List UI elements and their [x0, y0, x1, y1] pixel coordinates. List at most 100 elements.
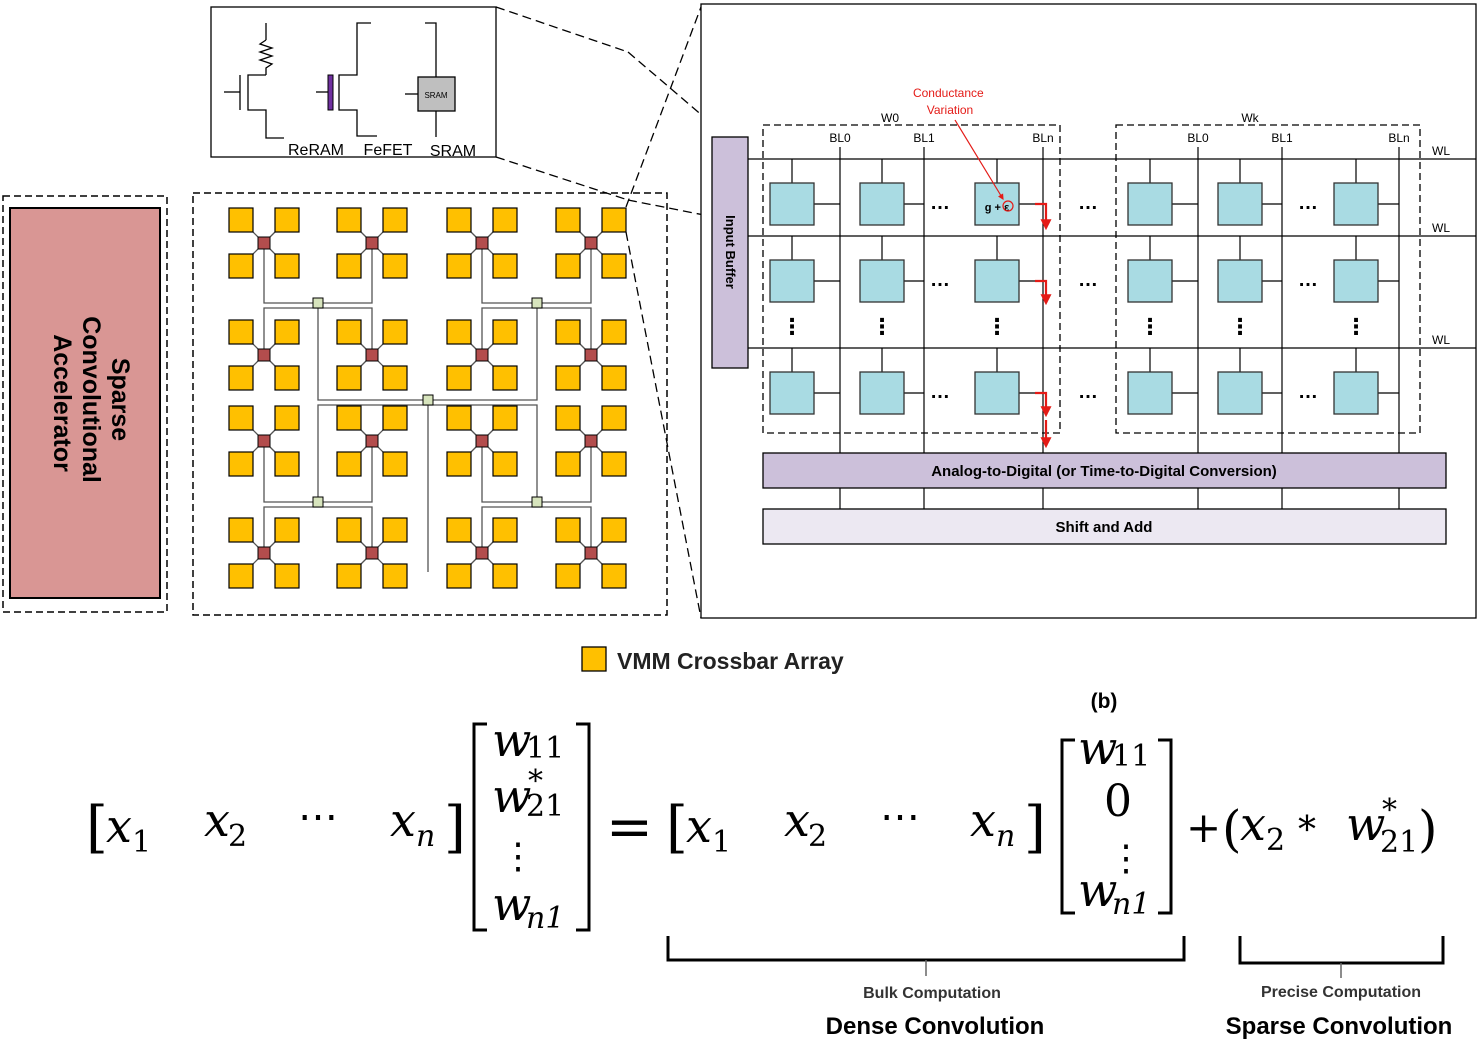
sram-cell-box: [417, 76, 456, 112]
vmm-crossbar-tile: [492, 207, 518, 233]
column-ellipsis: …: [930, 381, 950, 403]
group-label-w0: W0: [881, 111, 899, 125]
router-node: [475, 348, 489, 362]
word-line-label: WL: [1432, 333, 1450, 347]
vmm-crossbar-tile: [274, 253, 300, 279]
sram-circuit: [405, 22, 437, 137]
row-vdots: ⋮: [1229, 314, 1251, 339]
vmm-crossbar-tile: [492, 405, 518, 431]
accelerator-outline: [2, 195, 168, 613]
bit-line-label: BL1: [1271, 131, 1293, 145]
eq-vdots-2: ⋮: [1108, 838, 1144, 879]
column-ellipsis: …: [1298, 269, 1318, 291]
bit-line-label: BLn: [1388, 131, 1409, 145]
memory-cell: [1217, 182, 1263, 226]
eq-x1-r: x: [686, 799, 712, 853]
eq-w21-star: *: [528, 764, 543, 799]
row-vdots: ⋮: [781, 314, 803, 339]
equation: [ x 1 x 2 ⋯ x n ] w 11 w * 21 ⋮ w n1 = […: [86, 713, 1438, 936]
conductance-variation-label: Conductance Variation: [913, 86, 987, 117]
vmm-crossbar-tile: [446, 207, 472, 233]
memory-cell: [1333, 182, 1379, 226]
vmm-crossbar-tile: [555, 405, 581, 431]
vmm-crossbar-tile: [228, 253, 254, 279]
eq-x2-r-sub: 2: [808, 819, 827, 854]
vmm-crossbar-tile: [446, 319, 472, 345]
memory-cell: [1127, 182, 1173, 226]
vmm-crossbar-tile: [228, 207, 254, 233]
word-line-label: WL: [1432, 144, 1450, 158]
vmm-crossbar-tile: [601, 563, 627, 589]
memory-cell: [859, 182, 905, 226]
router-node: [365, 236, 379, 250]
interconnect-node: [531, 496, 543, 508]
vmm-crossbar-tile: [601, 253, 627, 279]
row-vdots: ⋮: [871, 314, 893, 339]
vmm-crossbar-tile: [601, 451, 627, 477]
router-node: [475, 546, 489, 560]
fefet-circuit: [316, 22, 377, 137]
legend-swatch: [581, 646, 607, 672]
eq-cdots-2: ⋯: [880, 794, 920, 840]
sram-label: SRAM: [430, 143, 476, 160]
vmm-crossbar-tile: [274, 319, 300, 345]
vmm-crossbar-tile: [382, 207, 408, 233]
eq-wn1: w: [492, 877, 531, 931]
vmm-crossbar-tile: [492, 563, 518, 589]
router-node: [257, 546, 271, 560]
interconnect-node: [312, 496, 324, 508]
vmm-crossbar-tile: [492, 451, 518, 477]
group-ellipsis: …: [1078, 192, 1098, 214]
vmm-crossbar-tile: [601, 207, 627, 233]
vmm-crossbar-tile: [555, 207, 581, 233]
column-ellipsis: …: [930, 269, 950, 291]
eq-w21-s-sub: 21: [1380, 825, 1418, 860]
dense-convolution-label: Dense Convolution: [826, 1013, 1045, 1040]
vmm-crossbar-tile: [274, 405, 300, 431]
eq-w21: w: [492, 769, 531, 823]
group-w0-outline: [762, 124, 1061, 434]
interconnect-node: [312, 297, 324, 309]
cell-conductance-label: g + ε: [985, 202, 1010, 214]
memory-cell: [1333, 259, 1379, 303]
input-buffer-label: Input Buffer: [723, 215, 738, 289]
sram-box-label: SRAM: [424, 91, 447, 100]
adc-block: [762, 452, 1447, 489]
vmm-crossbar-tile: [555, 451, 581, 477]
memory-cell: [974, 259, 1020, 303]
brace-sparse: [1238, 936, 1445, 965]
vmm-crossbar-tile: [228, 563, 254, 589]
eq-x2-s: x: [1240, 797, 1266, 851]
eq-wn1-r-sub: n1: [1112, 887, 1150, 922]
vmm-crossbar-tile: [382, 319, 408, 345]
conductance-variation-arrow: [954, 119, 1004, 201]
tile-grid: [228, 207, 627, 589]
eq-w21-sub: 21: [526, 789, 564, 824]
vmm-crossbar-tile: [274, 451, 300, 477]
precise-computation-label: Precise Computation: [1261, 984, 1421, 1001]
vmm-crossbar-tile: [382, 365, 408, 391]
vmm-crossbar-tile: [228, 319, 254, 345]
bit-line-label: BLn: [1032, 131, 1053, 145]
eq-xn-r: x: [970, 793, 996, 847]
eq-rparen: ): [1418, 800, 1438, 858]
eq-lparen: (: [1222, 800, 1242, 858]
router-node: [584, 434, 598, 448]
vmm-crossbar-tile: [601, 517, 627, 543]
shift-add-label: Shift and Add: [1056, 519, 1153, 536]
memory-cell: [859, 259, 905, 303]
memory-cell: [1217, 371, 1263, 415]
legend-label: VMM Crossbar Array: [617, 648, 844, 674]
adc-label: Analog-to-Digital (or Time-to-Digital Co…: [931, 463, 1277, 480]
current-arrow: [1035, 391, 1052, 418]
row-vdots: ⋮: [986, 314, 1008, 339]
group-wk-outline: [1115, 124, 1421, 434]
panel-label-b: (b): [1091, 690, 1118, 713]
vmm-crossbar-tile: [336, 451, 362, 477]
eq-col-bracket-right-2: [1158, 738, 1173, 915]
eq-cdots-1: ⋯: [298, 794, 338, 840]
vmm-crossbar-tile: [555, 319, 581, 345]
input-buffer: [711, 136, 749, 369]
eq-x1: x: [106, 799, 132, 853]
memory-cell: [1217, 259, 1263, 303]
